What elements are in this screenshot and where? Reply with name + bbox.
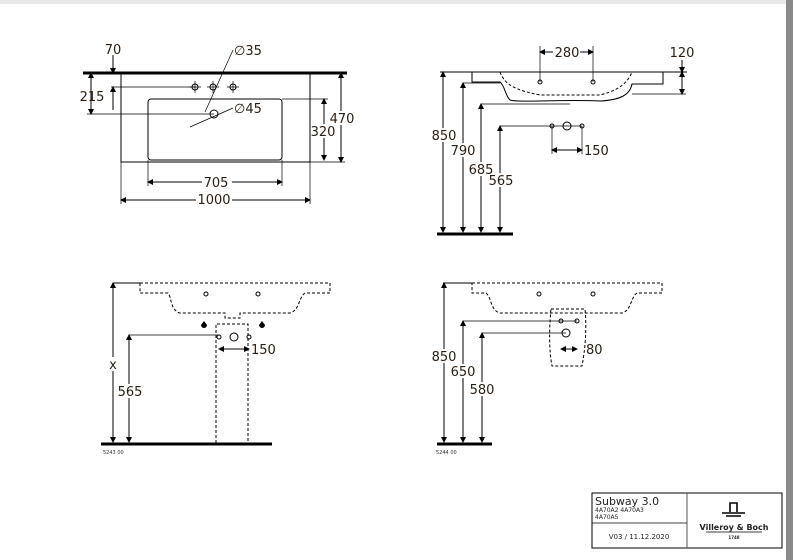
brand-year: 1748 [728,535,739,540]
brand-logo: Villeroy & Boch 1748 [700,502,769,540]
basin-profile [471,72,664,102]
article-code: 5244 00 [436,450,457,456]
plan-view: 70 215 ∅35 ∅45 470 320 705 1000 [80,43,355,208]
dim-70: 70 [105,43,122,58]
dim-705: 705 [204,176,229,191]
version-date: V03 / 11.12.2020 [609,533,670,541]
dim-280: 280 [555,46,580,61]
tap-holes [189,81,239,93]
dim-d35: ∅35 [234,44,262,59]
dim-685: 685 [469,163,494,178]
dim-80: 80 [586,343,603,358]
dim-580: 580 [470,383,495,398]
dim-470: 470 [330,112,355,127]
title-block: Subway 3.0 4A70A2 4A70A3 4A70A5 V03 / 11… [591,492,783,549]
pedestal-view: x 565 150 5243 00 [101,282,331,456]
dim-150: 150 [251,343,276,358]
article-code: 5243 00 [103,450,124,456]
dim-650: 650 [451,365,476,380]
dim-120: 120 [670,46,695,61]
dim-d45: ∅45 [234,102,262,117]
dim-850: 850 [432,350,457,365]
dim-x: x [109,358,117,373]
dim-150: 150 [584,144,609,159]
side-view: 850 790 685 565 280 120 150 [432,46,695,236]
product-name: Subway 3.0 [595,495,659,508]
brand-name: Villeroy & Boch [700,523,769,532]
basin-outline [120,73,311,163]
top-edge [0,0,793,4]
dim-320: 320 [311,125,336,140]
dim-215: 215 [80,90,105,105]
dim-850: 850 [432,129,457,144]
semi-pedestal-view: 850 650 580 80 5244 00 [432,282,663,456]
right-edge [786,0,793,560]
dim-565: 565 [489,174,514,189]
dim-565: 565 [118,385,143,400]
dim-1000: 1000 [197,193,230,208]
basin-bowl [147,98,283,161]
article-codes-2: 4A70A5 [595,514,619,521]
dim-790: 790 [451,144,476,159]
article-codes-1: 4A70A2 4A70A3 [595,507,644,514]
